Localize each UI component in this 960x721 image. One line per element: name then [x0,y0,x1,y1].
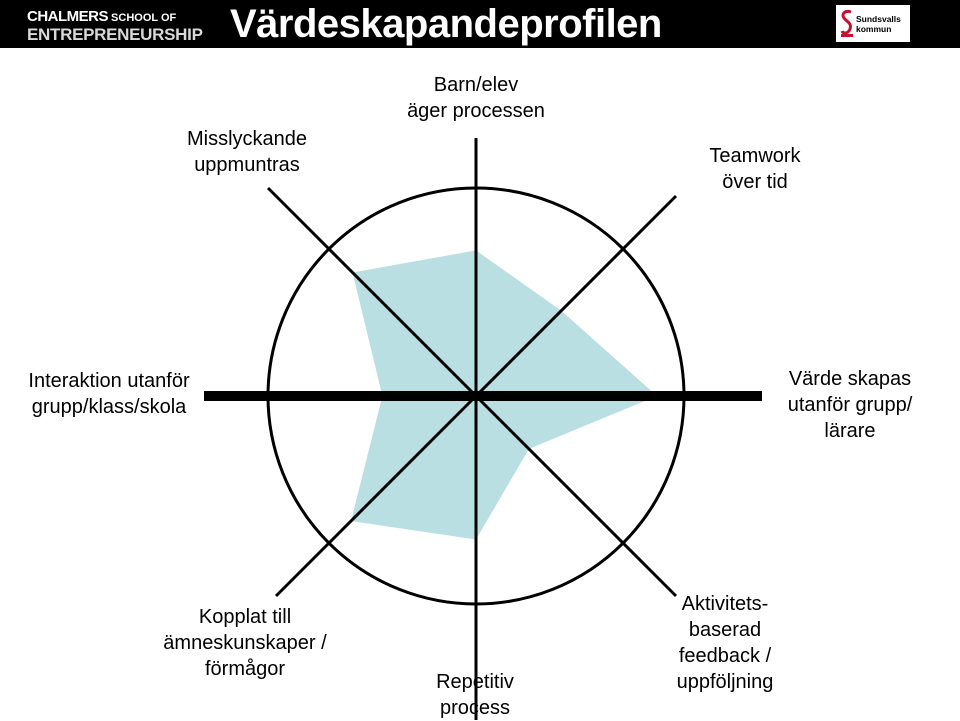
axis-label-6: Interaktion utanför grupp/klass/skola [6,368,212,420]
axis-label-0: Barn/elev äger processen [378,72,574,124]
axis-label-1: Teamwork över tid [680,143,830,195]
axis-label-5: Kopplat till ämneskunskaper / förmågor [110,604,380,682]
axis-label-3: Aktivitets- baserad feedback / uppföljni… [640,591,810,695]
axis-label-7: Misslyckande uppmuntras [152,126,342,178]
axis-label-2: Värde skapas utanför grupp/ lärare [750,366,950,444]
axis-label-4: Repetitiv process [380,669,570,721]
